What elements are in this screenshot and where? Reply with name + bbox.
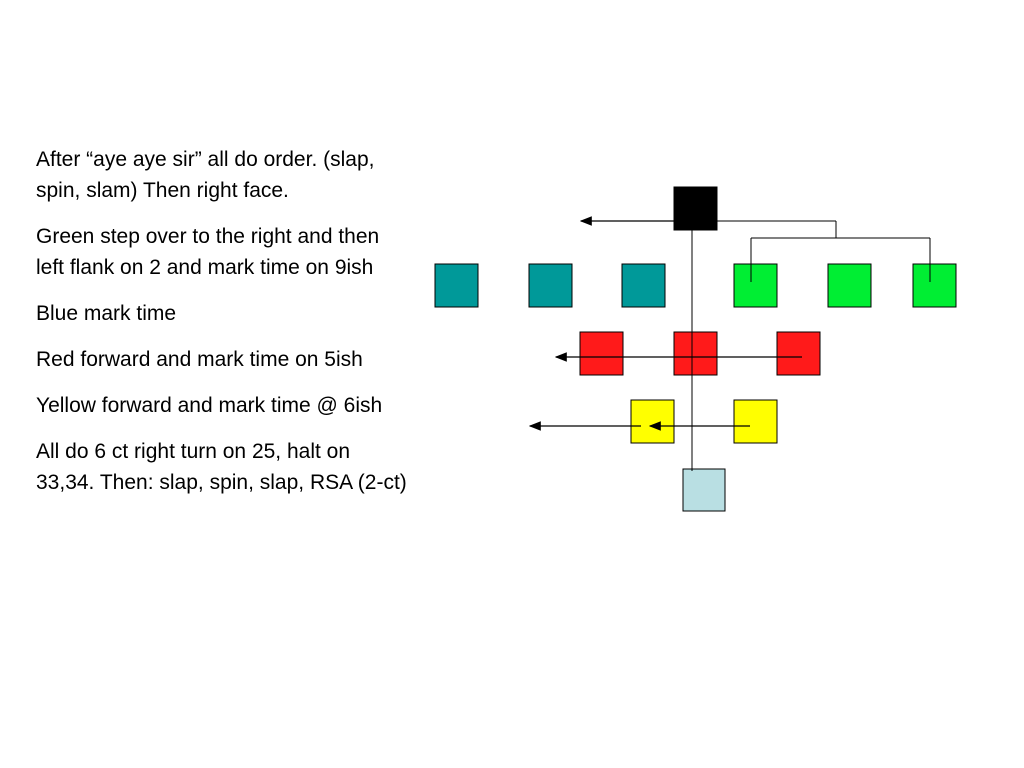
red-square-1 — [579, 331, 624, 376]
note-green: Green step over to the right and then le… — [36, 225, 380, 279]
instruction-notes: After “aye aye sir” all do order. (slap,… — [36, 144, 411, 513]
anchor-square — [682, 468, 726, 512]
yellow-square-1 — [630, 399, 675, 444]
note-order: After “aye aye sir” all do order. (slap,… — [36, 148, 375, 202]
red-square-2 — [673, 331, 718, 376]
green-square-1 — [733, 263, 778, 308]
red-square-3 — [776, 331, 821, 376]
note-yellow: Yellow forward and mark time @ 6ish — [36, 394, 383, 417]
yellow-square-2 — [733, 399, 778, 444]
blue-square-3 — [621, 263, 666, 308]
green-square-3 — [912, 263, 957, 308]
note-all: All do 6 ct right turn on 25, halt on 33… — [36, 440, 407, 494]
note-blue: Blue mark time — [36, 302, 177, 325]
green-square-2 — [827, 263, 872, 308]
note-red: Red forward and mark time on 5ish — [36, 348, 363, 371]
blue-square-2 — [528, 263, 573, 308]
leader-square — [673, 186, 718, 231]
blue-square-1 — [434, 263, 479, 308]
